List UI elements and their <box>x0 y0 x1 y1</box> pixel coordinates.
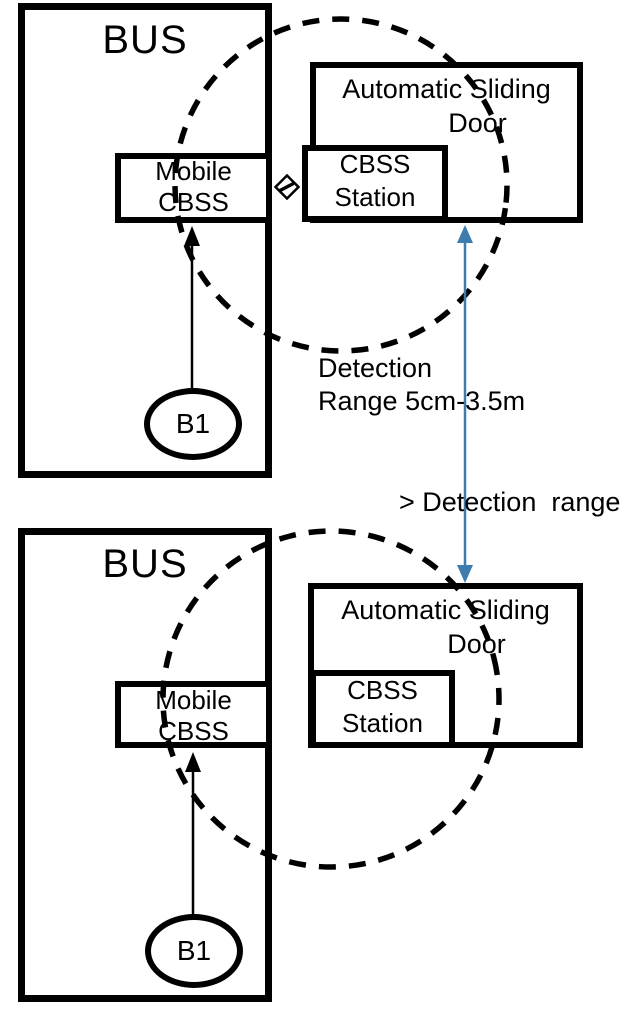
scenario1-bus-label: BUS <box>102 18 188 62</box>
detection-range-label: Detection Range 5cm-3.5m <box>318 352 525 418</box>
scenario1-beacon-label: B1 <box>175 407 211 439</box>
scenario2-station-label-line2: Station <box>342 708 423 738</box>
scenario2-mobile-cbss-label-line1: Mobile <box>155 685 232 715</box>
gt-detection-range-label: > Detection range <box>399 487 621 517</box>
scenario2-station-label-line1: CBSS <box>347 675 418 705</box>
scenario1-station-label: CBSS Station <box>302 148 448 214</box>
scenario1-mobile-cbss-label: Mobile CBSS <box>115 156 272 218</box>
scenario2-beacon-ellipse <box>145 914 243 988</box>
scenario2-door-label-line1: Automatic Sliding <box>341 595 550 625</box>
scenario1-mobile-cbss-label-line1: Mobile <box>155 156 232 186</box>
scenario2-station-label: CBSS Station <box>310 674 455 740</box>
detection-range-label-line1: Detection <box>318 353 433 383</box>
scenario1-mobile-cbss-label-line2: CBSS <box>158 187 229 217</box>
scenario1-door-label: Automatic Sliding Door <box>310 72 583 140</box>
scenario1-door-label-line1: Automatic Sliding <box>342 74 551 104</box>
scenario1-door-label-line2: Door <box>448 108 507 138</box>
scenario2-mobile-cbss-label: Mobile CBSS <box>115 685 272 747</box>
detection-range-label-line2: Range 5cm-3.5m <box>318 386 526 416</box>
link-diamond-icon <box>273 173 301 201</box>
scenario1-beacon-ellipse <box>144 388 242 460</box>
scenario2-bus-label: BUS <box>102 542 188 586</box>
scenario1-station-label-line2: Station <box>334 182 416 212</box>
scenario2-door-label: Automatic Sliding Door <box>308 593 583 661</box>
scenario2-beacon-label: B1 <box>176 934 212 966</box>
scenario2-door-label-line2: Door <box>447 629 506 659</box>
scenario2-mobile-cbss-label-line2: CBSS <box>158 716 229 746</box>
scenario1-station-label-line1: CBSS <box>339 149 411 179</box>
